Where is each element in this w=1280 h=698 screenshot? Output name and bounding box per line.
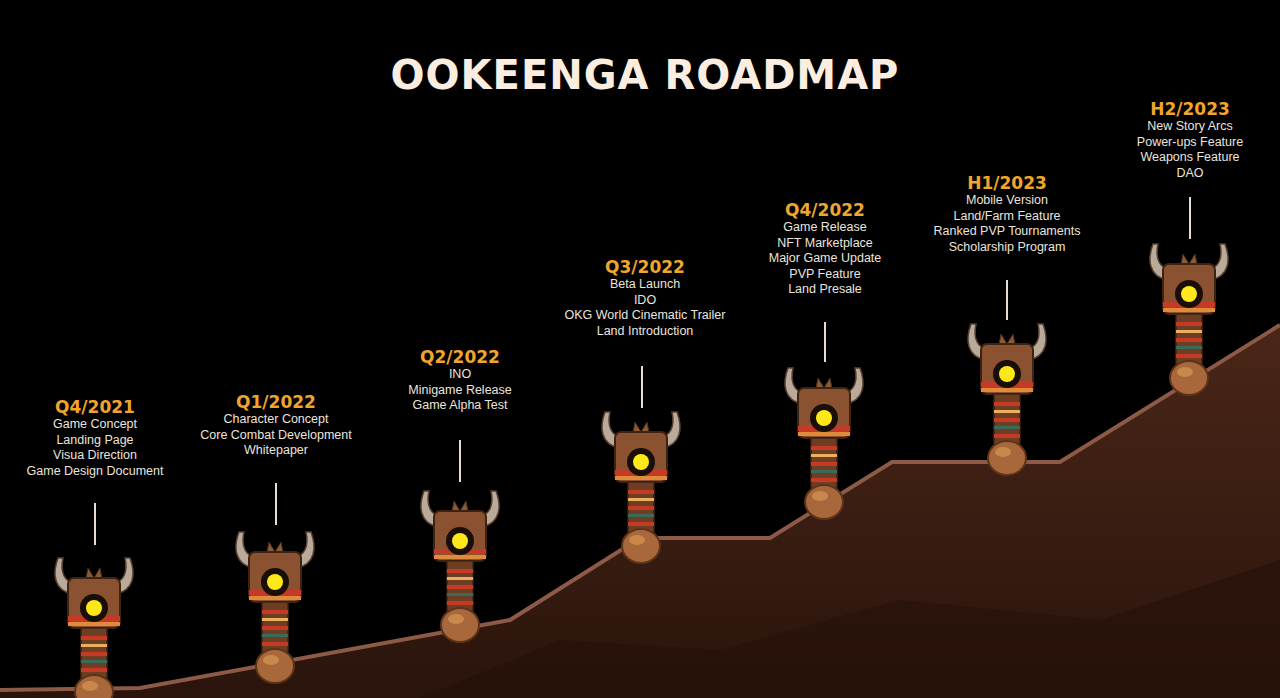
milestone: Q1/2022Character ConceptCore Combat Deve…	[198, 392, 354, 459]
milestone: Q2/2022INOMinigame ReleaseGame Alpha Tes…	[406, 347, 514, 414]
milestone-item: Game Concept	[25, 417, 166, 433]
milestone-item: Game Release	[767, 220, 884, 236]
milestone-item: Character Concept	[198, 412, 354, 428]
milestone-item: Landing Page	[25, 433, 166, 449]
milestone-item: Whitepaper	[198, 443, 354, 459]
milestone-item: NFT Marketplace	[767, 236, 884, 252]
title-band: OOKEENGA ROADMAP	[0, 52, 1280, 98]
milestone-item: Core Combat Development	[198, 428, 354, 444]
milestone-period: Q2/2022	[406, 347, 514, 367]
milestone-item: Weapons Feature	[1135, 150, 1246, 166]
milestone-item: Minigame Release	[406, 383, 514, 399]
milestone: Q4/2021Game ConceptLanding PageVisua Dir…	[25, 397, 166, 479]
milestone-item: Ranked PVP Tournaments	[932, 224, 1083, 240]
milestone-item: OKG World Cinematic Trailer	[563, 308, 728, 324]
milestone-item: Land Introduction	[563, 324, 728, 340]
milestone-item: INO	[406, 367, 514, 383]
milestone-item: Scholarship Program	[932, 240, 1083, 256]
milestone-item: Major Game Update	[767, 251, 884, 267]
milestone-period: Q1/2022	[198, 392, 354, 412]
milestone-item: IDO	[563, 293, 728, 309]
milestone: Q3/2022Beta LaunchIDOOKG World Cinematic…	[563, 257, 728, 339]
milestone: Q4/2022Game ReleaseNFT MarketplaceMajor …	[767, 200, 884, 298]
milestone-period: Q3/2022	[563, 257, 728, 277]
milestone-item: Land Presale	[767, 282, 884, 298]
milestone-period: Q4/2021	[25, 397, 166, 417]
milestone-period: H1/2023	[932, 173, 1083, 193]
milestone: H2/2023New Story ArcsPower-ups FeatureWe…	[1135, 99, 1246, 181]
diagram-title: OOKEENGA ROADMAP	[391, 52, 900, 98]
milestone-item: DAO	[1135, 166, 1246, 182]
milestone-item: Power-ups Feature	[1135, 135, 1246, 151]
milestone-item: Beta Launch	[563, 277, 728, 293]
milestone: H1/2023Mobile VersionLand/Farm FeatureRa…	[932, 173, 1083, 255]
milestone-item: Visua Direction	[25, 448, 166, 464]
milestone-period: Q4/2022	[767, 200, 884, 220]
milestone-item: Land/Farm Feature	[932, 209, 1083, 225]
milestone-item: Game Alpha Test	[406, 398, 514, 414]
milestone-item: PVP Feature	[767, 267, 884, 283]
milestone-period: H2/2023	[1135, 99, 1246, 119]
milestone-item: New Story Arcs	[1135, 119, 1246, 135]
milestone-item: Mobile Version	[932, 193, 1083, 209]
milestone-item: Game Design Document	[25, 464, 166, 480]
